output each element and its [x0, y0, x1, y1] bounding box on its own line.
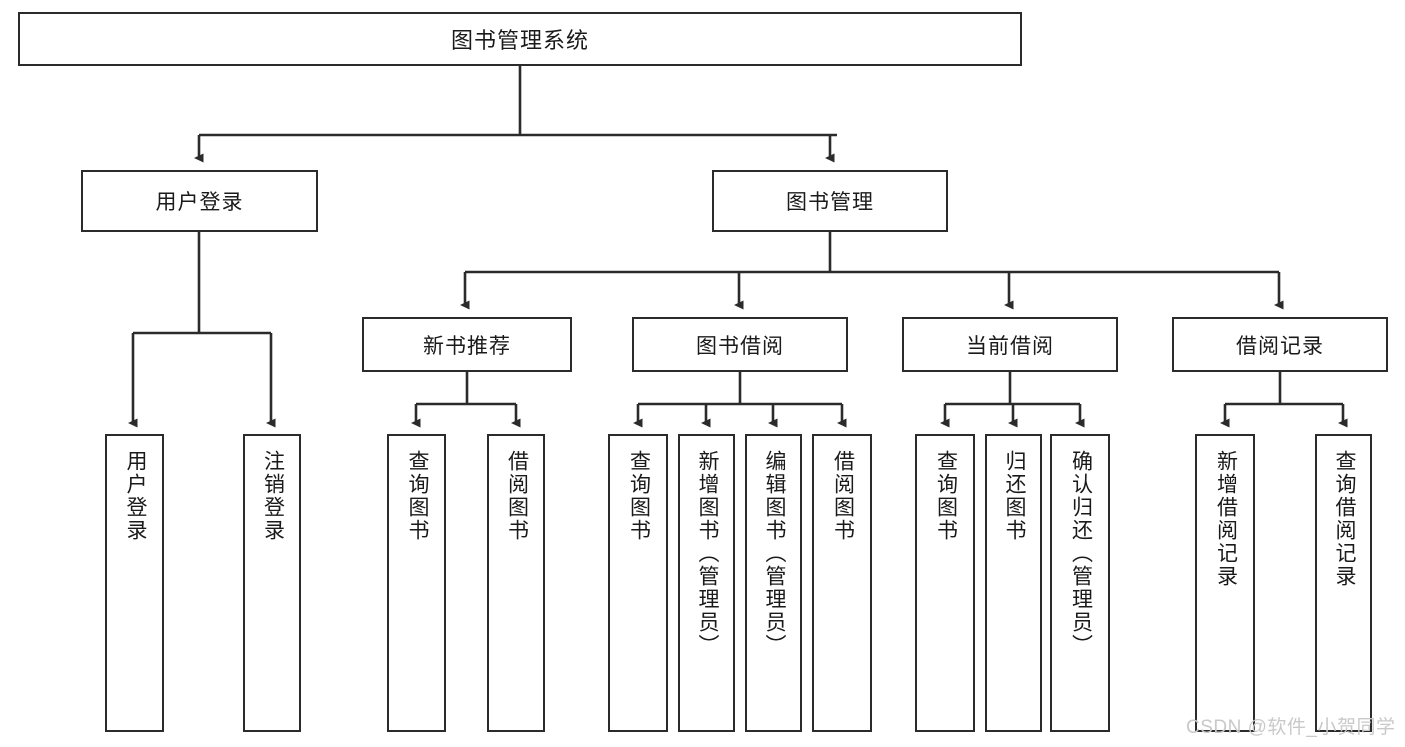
leaf-query-book-1-label: 查询图书: [405, 450, 429, 542]
leaf-borrow-book-2[interactable]: 借阅图书: [812, 434, 872, 732]
leaf-user-login-label: 用户登录: [123, 450, 147, 542]
leaf-return-book[interactable]: 归还图书: [985, 434, 1042, 732]
node-root[interactable]: 图书管理系统: [18, 12, 1022, 66]
leaf-edit-book-label: 编辑图书（管理员）: [762, 450, 786, 657]
leaf-user-logout[interactable]: 注销登录: [243, 434, 301, 732]
leaf-add-record-label: 新增借阅记录: [1214, 450, 1238, 588]
leaf-user-login[interactable]: 用户登录: [105, 434, 164, 732]
node-new-book-recommend[interactable]: 新书推荐: [362, 317, 572, 372]
node-new-book-recommend-label: 新书推荐: [423, 334, 511, 358]
leaf-query-book-2[interactable]: 查询图书: [608, 434, 668, 732]
leaf-confirm-return[interactable]: 确认归还（管理员）: [1050, 434, 1110, 732]
node-current-borrow-label: 当前借阅: [966, 334, 1054, 358]
node-user-login-label: 用户登录: [155, 191, 244, 214]
node-borrow-record-label: 借阅记录: [1236, 334, 1324, 358]
node-root-label: 图书管理系统: [450, 28, 589, 53]
leaf-return-book-label: 归还图书: [1002, 450, 1026, 542]
node-current-borrow[interactable]: 当前借阅: [902, 317, 1118, 372]
leaf-query-record[interactable]: 查询借阅记录: [1315, 434, 1372, 732]
leaf-add-book-label: 新增图书（管理员）: [695, 450, 719, 657]
leaf-query-book-2-label: 查询图书: [627, 450, 651, 542]
leaf-query-record-label: 查询借阅记录: [1332, 450, 1356, 588]
leaf-query-book-1[interactable]: 查询图书: [387, 434, 446, 732]
node-user-login[interactable]: 用户登录: [81, 170, 318, 232]
leaf-add-record[interactable]: 新增借阅记录: [1195, 434, 1255, 732]
leaf-query-book-3-label: 查询图书: [934, 450, 958, 542]
leaf-borrow-book-2-label: 借阅图书: [831, 450, 855, 542]
leaf-edit-book[interactable]: 编辑图书（管理员）: [745, 434, 802, 732]
node-book-manage[interactable]: 图书管理: [712, 170, 948, 232]
csdn-watermark: CSDN @软件_小贺同学: [1186, 717, 1396, 738]
leaf-user-logout-label: 注销登录: [261, 450, 285, 542]
node-book-borrow-label: 图书借阅: [696, 334, 784, 358]
node-book-borrow[interactable]: 图书借阅: [632, 317, 848, 372]
leaf-borrow-book-1-label: 借阅图书: [505, 450, 529, 542]
leaf-confirm-return-label: 确认归还（管理员）: [1069, 450, 1093, 657]
leaf-query-book-3[interactable]: 查询图书: [915, 434, 975, 732]
leaf-add-book[interactable]: 新增图书（管理员）: [678, 434, 735, 732]
node-book-manage-label: 图书管理: [786, 191, 874, 214]
leaf-borrow-book-1[interactable]: 借阅图书: [487, 434, 545, 732]
node-borrow-record[interactable]: 借阅记录: [1172, 317, 1388, 372]
